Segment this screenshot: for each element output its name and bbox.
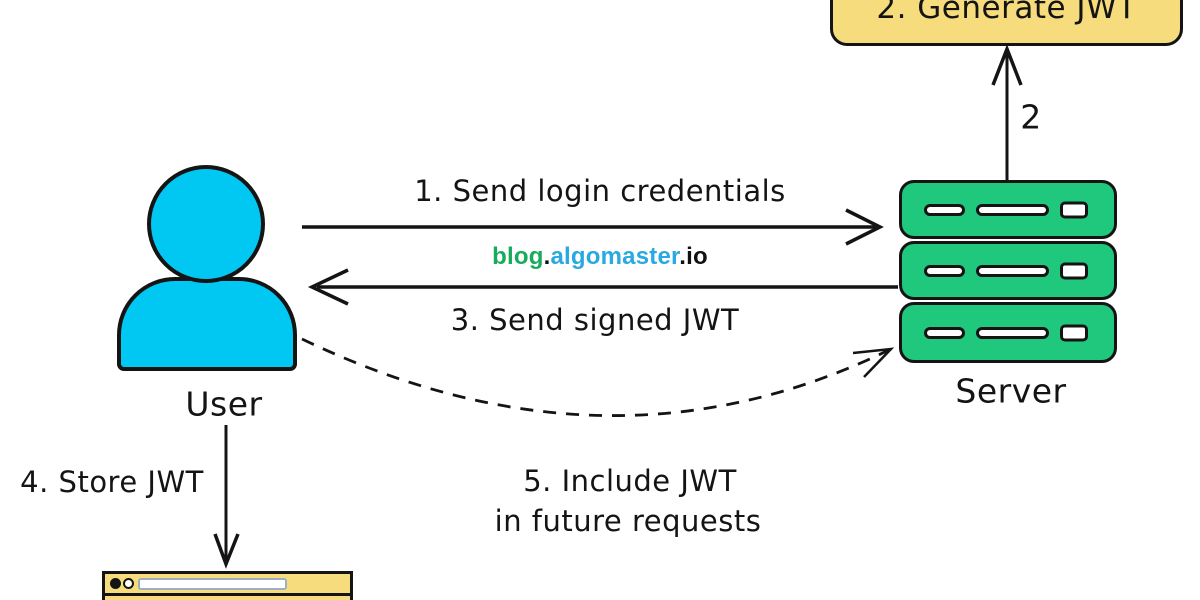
step4-label: 4. Store JWT (20, 465, 204, 499)
server-port (1060, 324, 1088, 341)
browser-window-icon (102, 571, 353, 600)
arrow-send-credentials (302, 208, 884, 246)
generate-jwt-box: 2. Generate JWT (830, 0, 1183, 46)
arrow-generate-jwt (991, 44, 1023, 180)
watermark-segment: . (543, 243, 551, 270)
generate-jwt-label: 2. Generate JWT (876, 0, 1137, 26)
browser-dot-icon (110, 578, 121, 589)
arrow-store-jwt (213, 425, 240, 569)
browser-titlebar (105, 574, 350, 596)
server-led-pill (924, 326, 965, 339)
server-port (1060, 262, 1088, 279)
server-led-pill (924, 203, 965, 216)
watermark-segment: algomaster (550, 243, 680, 270)
server-icon-slab-1 (899, 180, 1117, 239)
server-led-pill (924, 264, 965, 277)
step5-label-line2: in future requests (494, 504, 762, 538)
arrow-send-signed-jwt (307, 268, 898, 306)
user-icon-head (147, 165, 265, 283)
watermark-blog-algomaster-io: blog.algomaster.io (492, 243, 708, 271)
server-slot-pill (976, 326, 1049, 339)
step1-label: 1. Send login credentials (414, 174, 786, 208)
step5-label-line1: 5. Include JWT (523, 464, 737, 498)
browser-address-bar (138, 578, 287, 590)
server-icon-slab-2 (899, 241, 1117, 300)
watermark-segment: blog (492, 243, 544, 270)
user-label: User (185, 384, 263, 424)
server-port (1060, 201, 1088, 218)
server-slot-pill (976, 264, 1049, 277)
watermark-segment: .io (679, 243, 708, 270)
arrow-include-jwt-dashed (301, 337, 895, 417)
step2-number-label: 2 (1020, 97, 1042, 137)
user-icon-body (117, 277, 297, 371)
server-icon-slab-3 (899, 302, 1117, 363)
server-slot-pill (976, 203, 1049, 216)
browser-dot-icon (123, 578, 134, 589)
server-label: Server (955, 371, 1067, 411)
step3-label: 3. Send signed JWT (450, 303, 740, 337)
